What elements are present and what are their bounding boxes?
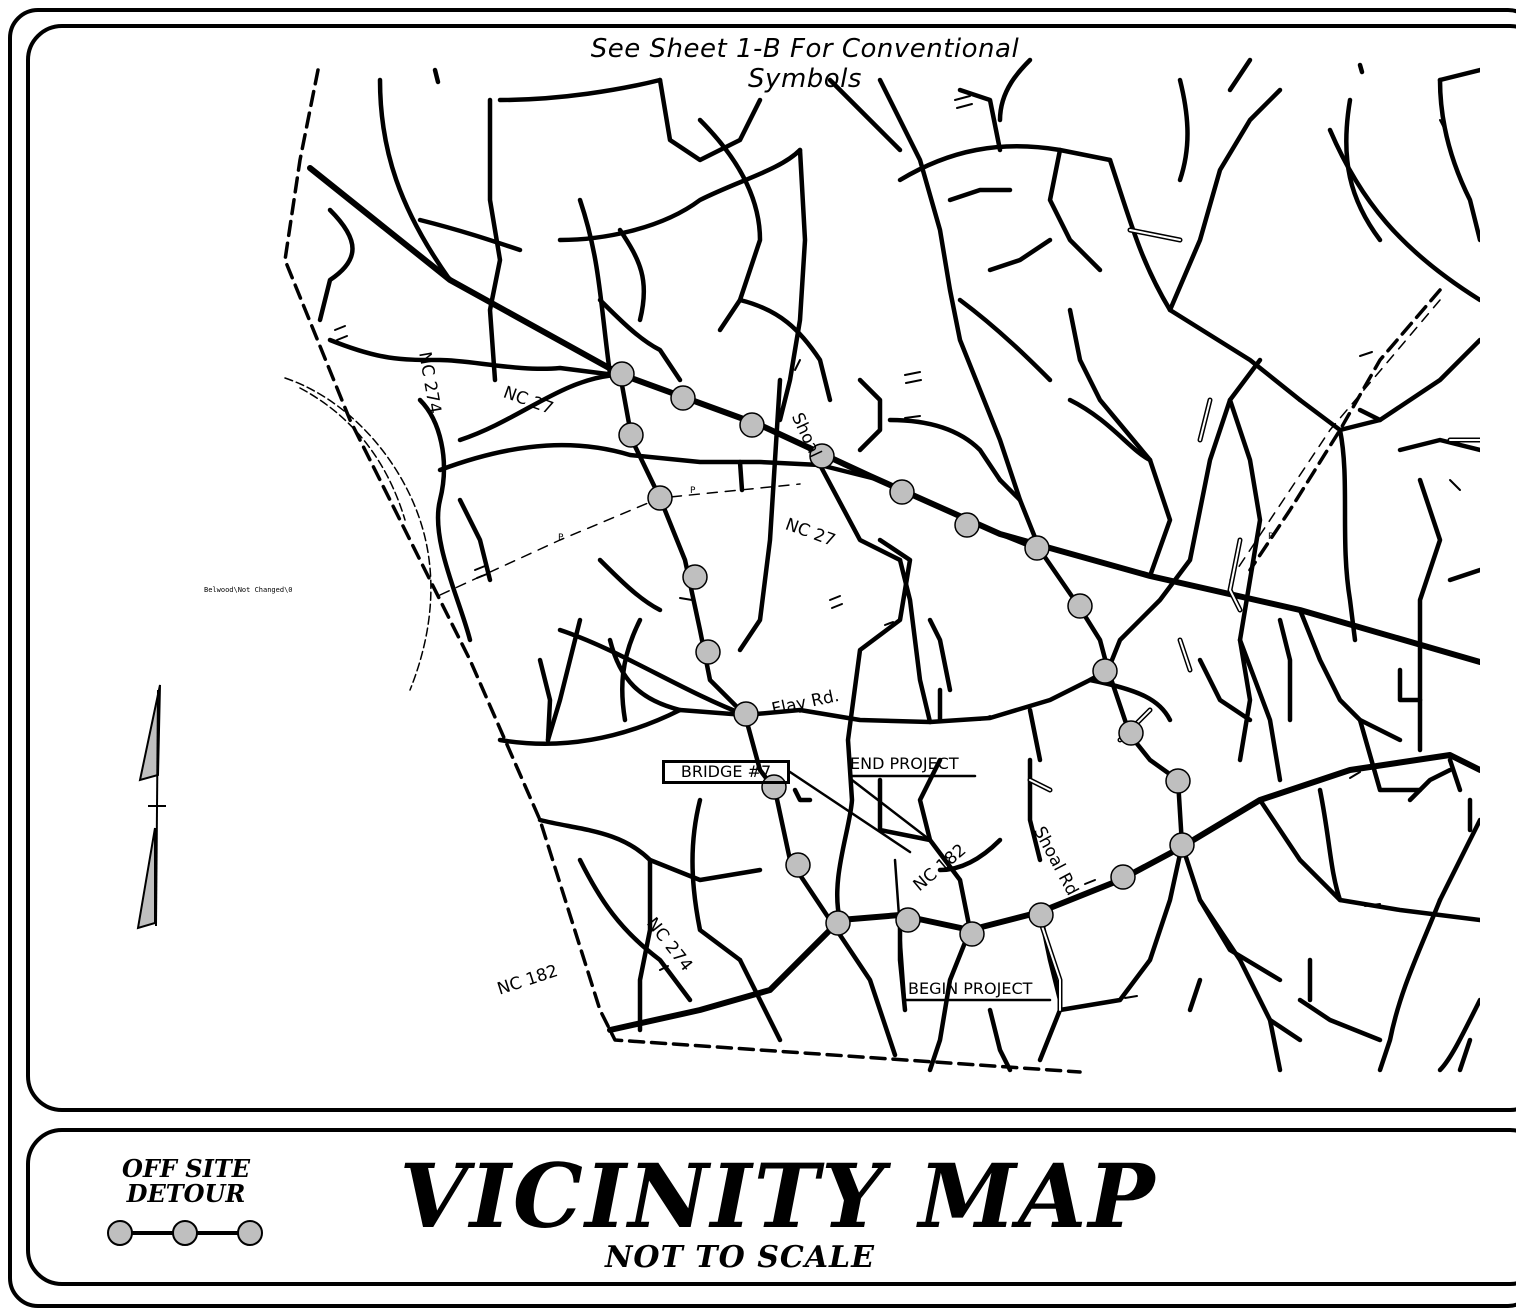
scale-note: NOT TO SCALE <box>604 1240 875 1275</box>
begin-project-callout: BEGIN PROJECT <box>908 979 1033 998</box>
detour-marker-icon <box>733 701 759 727</box>
detour-label: DETOUR <box>126 1179 246 1208</box>
detour-marker-icon <box>889 479 915 505</box>
power-line-marker: P <box>1268 532 1274 542</box>
detour-marker-icon <box>1165 768 1191 794</box>
detour-marker-icon <box>682 564 708 590</box>
detour-marker-icon <box>825 910 851 936</box>
detour-marker-icon <box>1024 535 1050 561</box>
detour-marker-icon <box>695 639 721 665</box>
bridge-callout: BRIDGE #7 <box>662 760 790 784</box>
end-project-callout: END PROJECT <box>850 754 959 773</box>
off-site-detour-legend: OFF SITE DETOUR <box>96 1156 276 1206</box>
map-title: VICINITY MAP <box>399 1144 1157 1248</box>
callout-leaders <box>788 770 1052 1002</box>
detour-markers <box>609 361 1195 947</box>
detour-marker-icon <box>1169 832 1195 858</box>
detour-marker-icon <box>1067 593 1093 619</box>
legend-panel <box>26 1128 1516 1286</box>
detour-marker-icon <box>785 852 811 878</box>
unpaved-roads <box>1027 227 1480 1013</box>
detour-marker-icon <box>670 385 696 411</box>
detour-marker-icon <box>1028 902 1054 928</box>
map-panel <box>26 24 1516 1112</box>
county-boundary <box>283 68 1442 1074</box>
power-line <box>439 299 1441 596</box>
detour-marker-icon <box>1092 658 1118 684</box>
detour-marker-icon <box>618 422 644 448</box>
power-line-marker: P <box>558 533 564 543</box>
file-reference-label: Belwood\Not Changed\0 <box>204 586 293 594</box>
detour-marker-icon <box>809 443 835 469</box>
detour-marker-icon <box>609 361 635 387</box>
river <box>284 377 432 691</box>
detour-marker-icon <box>1118 720 1144 746</box>
detour-marker-icon <box>959 921 985 947</box>
detour-marker-icon <box>107 1220 263 1246</box>
detour-marker-icon <box>739 412 765 438</box>
primary-highways <box>307 165 1480 1033</box>
detour-marker-icon <box>954 512 980 538</box>
conventional-symbols-note: See Sheet 1-B For Conventional Symbols <box>590 34 1020 94</box>
north-arrow-icon <box>136 684 166 930</box>
off-site-label: OFF SITE <box>121 1154 251 1183</box>
power-line-marker: P <box>690 486 696 496</box>
detour-marker-icon <box>895 907 921 933</box>
detour-marker-icon <box>1110 864 1136 890</box>
detour-marker-icon <box>647 485 673 511</box>
bridge-symbol-icon <box>334 95 1461 999</box>
